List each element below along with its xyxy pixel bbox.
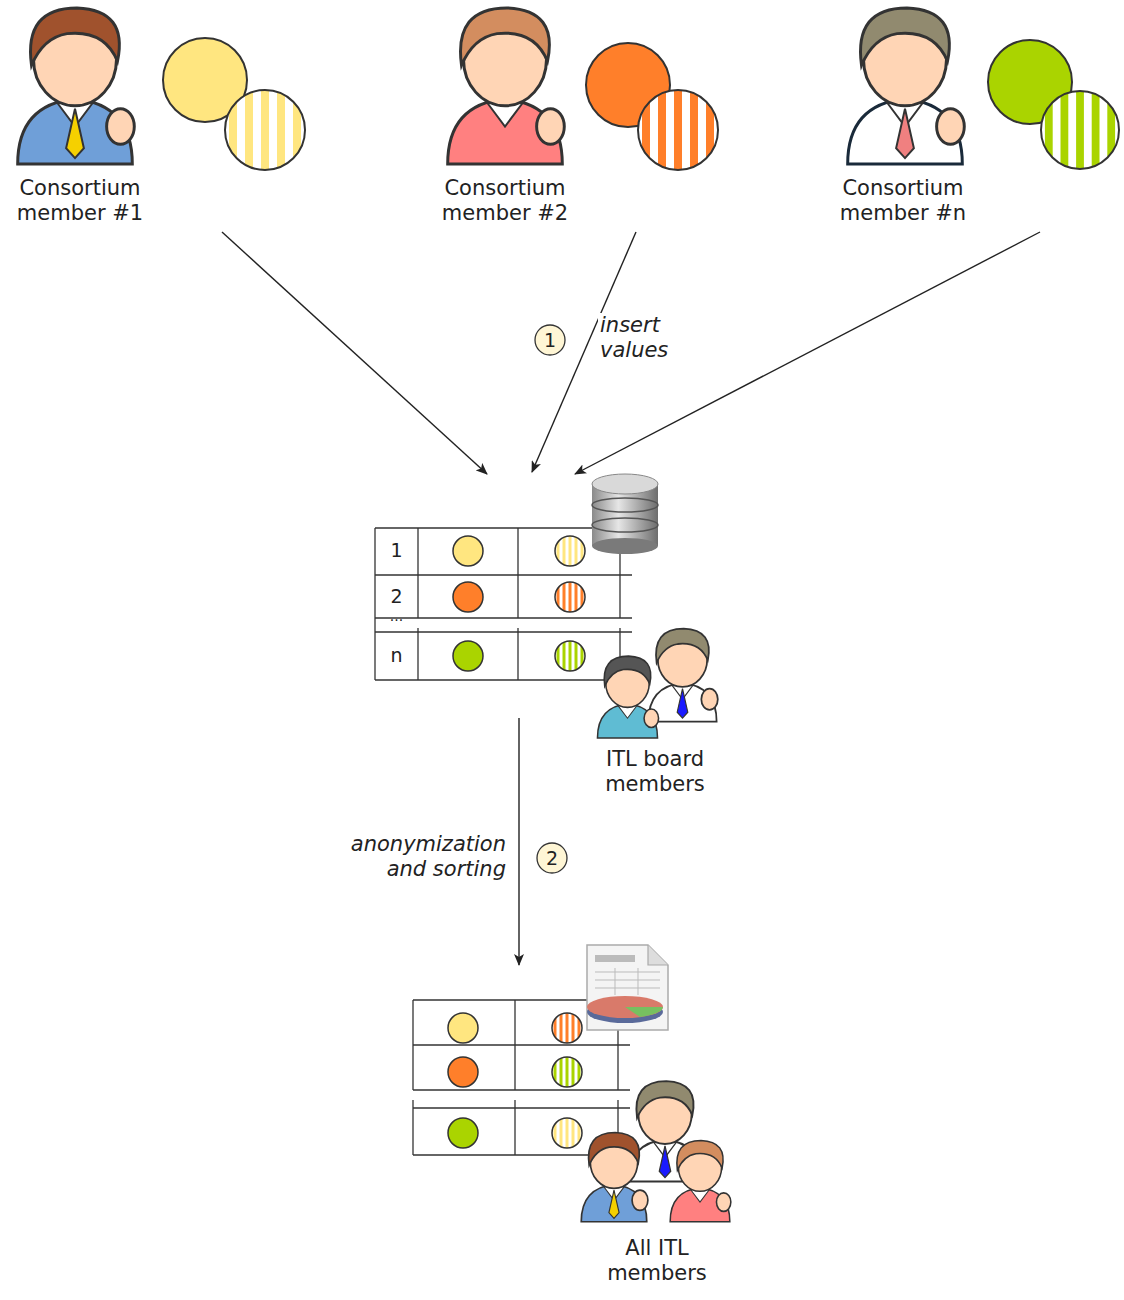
member-figure <box>448 8 565 164</box>
member-figure <box>848 8 965 164</box>
callout-number: 1 <box>535 325 565 355</box>
node-text: Consortium member #2 <box>425 176 585 226</box>
node-text: n <box>375 644 418 667</box>
flow-arrow <box>222 232 487 474</box>
node-text: Consortium member #n <box>823 176 983 226</box>
node-text: 1 <box>375 539 418 562</box>
database-table: 1 2... n <box>370 470 665 682</box>
value-circles <box>163 38 1119 170</box>
callout-circle <box>537 843 567 873</box>
member-figure <box>18 8 135 164</box>
node-text: 2 <box>375 585 418 608</box>
flow-arrow <box>575 232 1040 474</box>
callout-number: 2 <box>537 843 567 873</box>
member-node: Consortium member #n <box>820 0 1050 235</box>
result-circles <box>448 1013 582 1148</box>
board-node: ITL board members <box>580 622 730 802</box>
step-label: anonymization and sorting <box>322 832 508 882</box>
members-node: All ITL members <box>410 968 740 1298</box>
step-label: insert values <box>598 313 682 363</box>
member-group-figure <box>581 1133 648 1222</box>
member-group-figure <box>670 1140 731 1221</box>
node-text: ... <box>375 608 418 625</box>
node-text: All ITL members <box>592 1236 722 1286</box>
database-icon <box>592 474 658 554</box>
table-circles <box>453 536 585 671</box>
node-text: ITL board members <box>590 747 720 797</box>
member-node: Consortium member #1 <box>0 0 310 235</box>
callout-circle <box>535 325 565 355</box>
board-figure <box>648 629 717 722</box>
report-icon <box>587 945 668 1030</box>
member-node: Consortium member #2 <box>420 0 720 235</box>
node-text: Consortium member #1 <box>0 176 160 226</box>
board-figure <box>597 656 658 738</box>
table-grid <box>375 528 632 680</box>
flow-arrow <box>518 718 519 965</box>
